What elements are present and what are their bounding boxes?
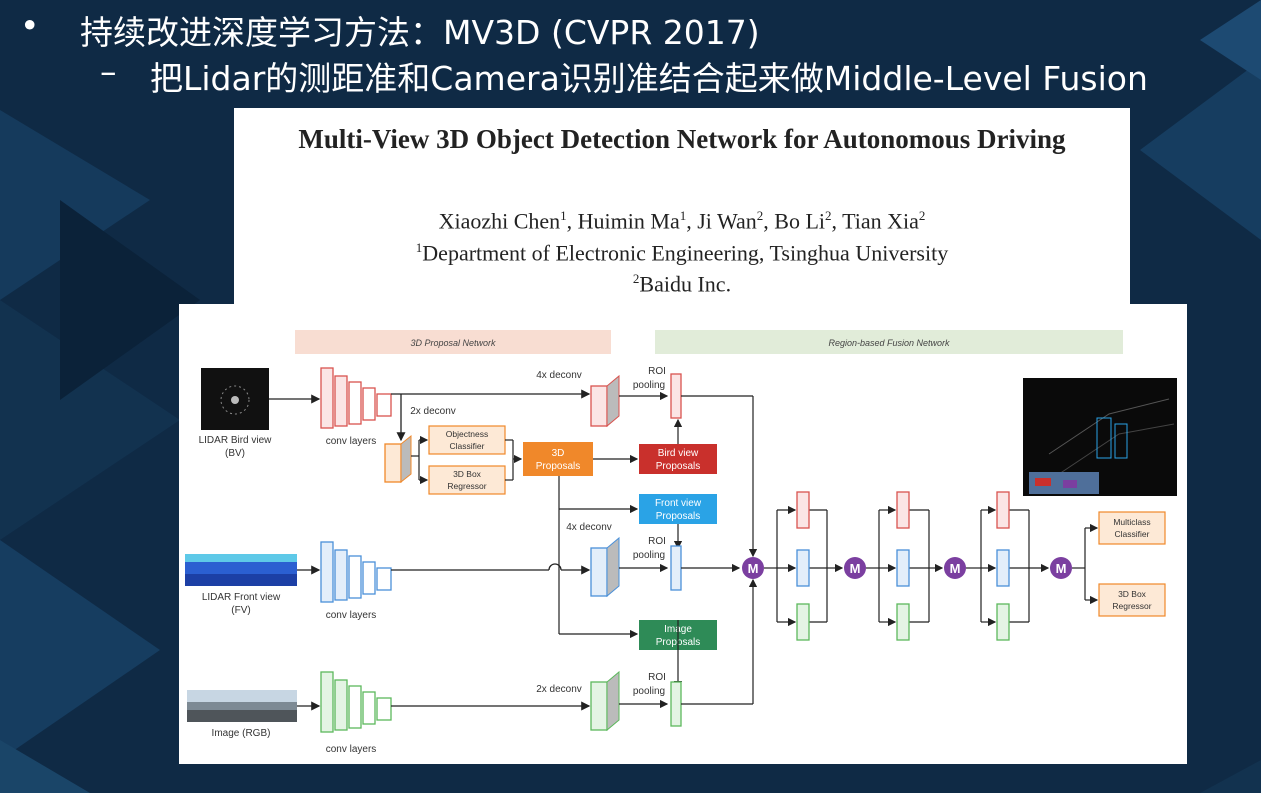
rgb-deconv-block: [590, 670, 620, 732]
svg-text:ROI: ROI: [648, 366, 666, 377]
bullet-marker: •: [20, 6, 40, 45]
author-aff: 2: [756, 208, 764, 223]
svg-text:Regressor: Regressor: [1112, 601, 1151, 611]
input-fv-label-1: LIDAR Front view: [202, 592, 281, 603]
section-header-proposal: [295, 330, 611, 354]
conv-layers-label-rgb: conv layers: [326, 744, 377, 755]
merge-node-1: M: [742, 557, 764, 579]
conv-layers-label-bv: conv layers: [326, 436, 377, 447]
bullet-2: – 把Lidar的测距准和Camera识别准结合起来做Middle-Level …: [100, 52, 1148, 98]
svg-text:M: M: [748, 561, 759, 576]
svg-text:ROI: ROI: [648, 672, 666, 683]
svg-text:3D Box: 3D Box: [453, 469, 482, 479]
svg-text:M: M: [950, 561, 961, 576]
bullet-2-text: 把Lidar的测距准和Camera识别准结合起来做Middle-Level Fu…: [150, 59, 1148, 98]
fv-deconv-label: 4x deconv: [566, 522, 612, 533]
rpn-deconv-label: 2x deconv: [410, 406, 456, 417]
section-header-fusion: [655, 330, 1123, 354]
merge-node-4: M: [1050, 557, 1072, 579]
svg-text:Bird view: Bird view: [658, 448, 699, 459]
paper-authors: Xiaozhi Chen1, Huimin Ma1, Ji Wan2, Bo L…: [438, 208, 926, 234]
input-bv-label-1: LIDAR Bird view: [199, 435, 273, 446]
section-proposal-label: 3D Proposal Network: [410, 338, 496, 348]
bullet-marker: –: [100, 52, 117, 91]
svg-text:pooling: pooling: [633, 686, 665, 697]
svg-text:Proposals: Proposals: [536, 461, 580, 472]
bv-roi-pooling: [670, 373, 682, 419]
paper-title: Multi-View 3D Object Detection Network f…: [298, 124, 1066, 154]
merge-node-3: M: [944, 557, 966, 579]
svg-text:M: M: [850, 561, 861, 576]
svg-text:pooling: pooling: [633, 550, 665, 561]
svg-text:M: M: [1056, 561, 1067, 576]
paper-affiliation-1: 1Department of Electronic Engineering, T…: [415, 240, 949, 266]
fusion-blocks-1: [796, 491, 810, 641]
bv-conv-stack: [320, 367, 392, 429]
mv3d-architecture-diagram: 3D Proposal Network Region-based Fusion …: [179, 304, 1187, 764]
paper-affiliation-2: 2Baidu Inc.: [632, 271, 732, 297]
fv-deconv-block: [590, 536, 620, 598]
conv-layers-label-fv: conv layers: [326, 610, 377, 621]
rgb-roi-pooling: [670, 681, 682, 727]
input-rgb-label: Image (RGB): [212, 728, 271, 739]
bv-deconv-label: 4x deconv: [536, 370, 582, 381]
svg-text:Classifier: Classifier: [1115, 529, 1150, 539]
svg-text:pooling: pooling: [633, 380, 665, 391]
author-name: Huimin Ma: [577, 208, 680, 234]
author-aff: 1: [560, 208, 567, 223]
rgb-conv-stack: [320, 671, 392, 733]
svg-text:3D: 3D: [552, 448, 565, 459]
bv-deconv-block: [590, 374, 620, 428]
author-aff: 1: [679, 208, 687, 223]
rpn-deconv-block: [384, 443, 402, 483]
author-name: Xiaozhi Chen: [438, 208, 561, 234]
input-fv-label-2: (FV): [231, 605, 250, 616]
svg-text:Front view: Front view: [655, 498, 702, 509]
author-name: Ji Wan: [697, 208, 757, 234]
svg-text:Classifier: Classifier: [450, 441, 485, 451]
input-bv-label-2: (BV): [225, 448, 245, 459]
3d-proposals-box: [523, 442, 593, 476]
fv-roi-pooling: [670, 545, 682, 591]
merge-node-2: M: [844, 557, 866, 579]
section-fusion-label: Region-based Fusion Network: [828, 338, 950, 348]
rgb-deconv-label: 2x deconv: [536, 684, 582, 695]
bird-view-proposals-box: [639, 444, 717, 474]
author-name: Bo Li: [774, 208, 825, 234]
fv-conv-stack: [320, 541, 392, 603]
author-name: Tian Xia: [842, 208, 919, 234]
bullet-1-text: 持续改进深度学习方法：MV3D (CVPR 2017): [80, 13, 760, 52]
paper-header-image: Multi-View 3D Object Detection Network f…: [234, 108, 1130, 308]
svg-text:Proposals: Proposals: [656, 511, 700, 522]
author-aff: 2: [918, 208, 926, 223]
fusion-blocks-3: [996, 491, 1010, 641]
svg-text:ROI: ROI: [648, 536, 666, 547]
svg-text:3D Box: 3D Box: [1118, 589, 1147, 599]
svg-text:Regressor: Regressor: [447, 481, 486, 491]
svg-text:Multiclass: Multiclass: [1113, 517, 1150, 527]
svg-text:Proposals: Proposals: [656, 461, 700, 472]
output-box-regressor-box: [1098, 583, 1166, 617]
rpn-box-regressor-box: [428, 465, 506, 495]
detection-result-image: [1023, 378, 1177, 496]
fusion-blocks-2: [896, 491, 910, 641]
author-aff: 2: [825, 208, 832, 223]
svg-text:Objectness: Objectness: [446, 429, 489, 439]
multiclass-classifier-box: [1098, 511, 1166, 545]
front-view-proposals-box: [639, 494, 717, 524]
